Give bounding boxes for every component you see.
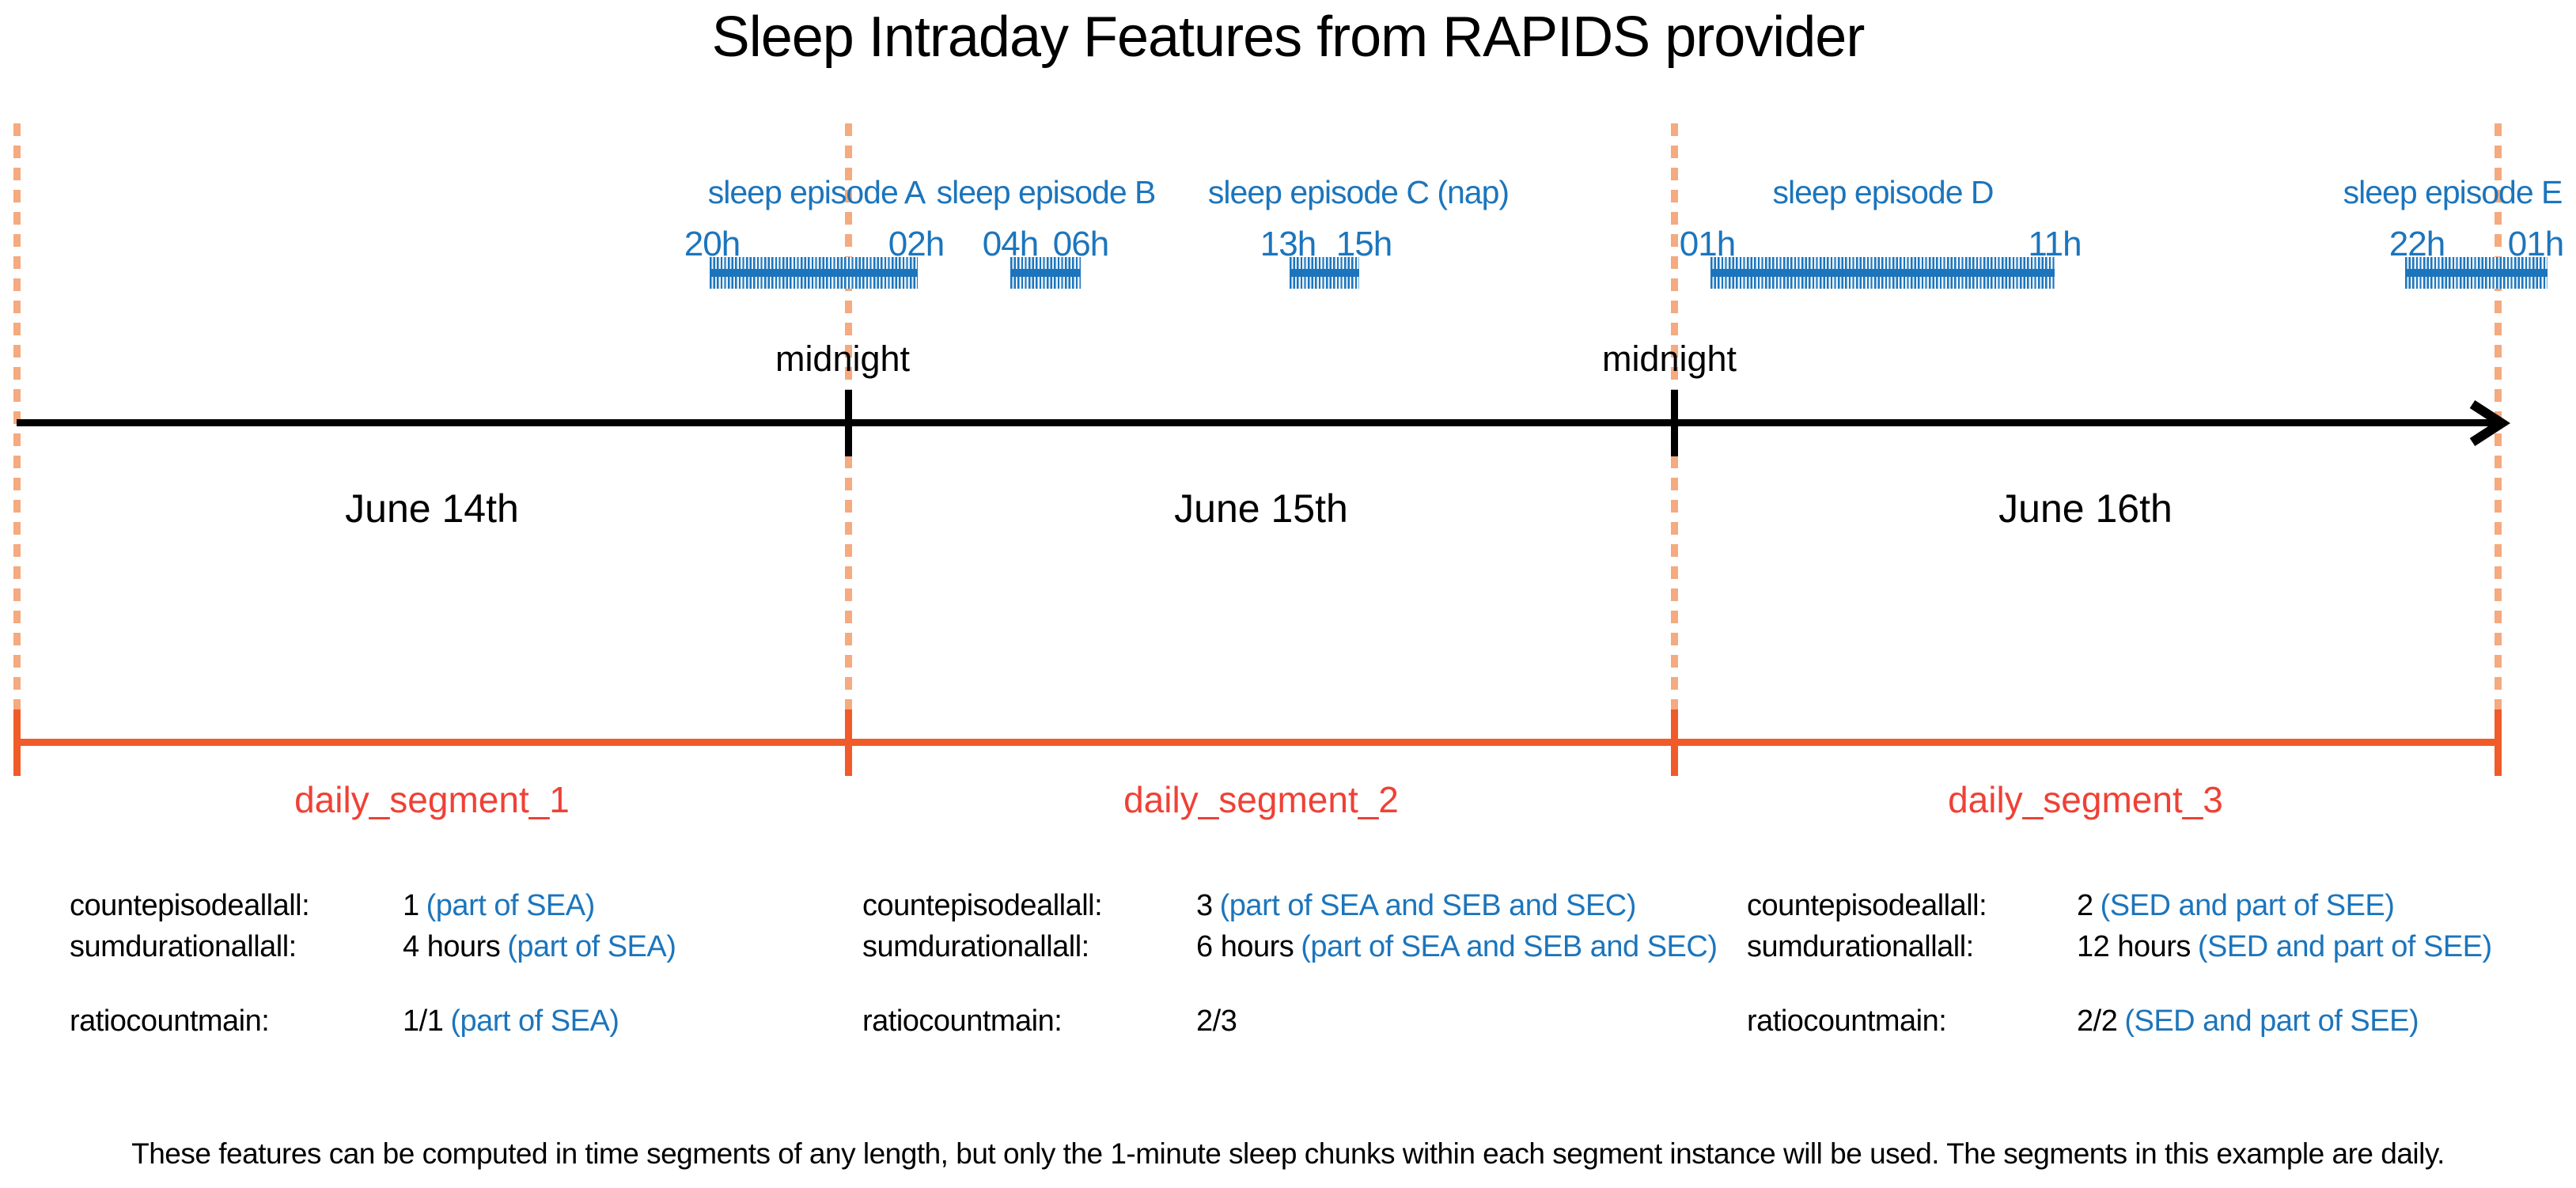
seg1-ratiocount-value: 1/1(part of SEA) [403, 1005, 619, 1039]
feature-value: 2/3 [1196, 1005, 1237, 1038]
seg2-sumduration-value: 6 hours(part of SEA and SEB and SEC) [1196, 930, 1718, 964]
episode-e-label: sleep episode E [2343, 174, 2563, 210]
feature-value: 1 [403, 889, 419, 922]
day-label-june-14: June 14th [345, 486, 519, 531]
seg2-countepisode-value: 3(part of SEA and SEB and SEC) [1196, 889, 1636, 923]
episode-e-start-hour: 22h [2388, 225, 2445, 263]
seg3-sumduration-label: sumdurationallall: [1747, 930, 1974, 963]
seg2-ratiocount-value: 2/3 [1196, 1005, 1244, 1039]
seg2-countepisode-label: countepisodeallall: [862, 889, 1103, 922]
feature-value: 4 hours [403, 930, 501, 963]
segment-bracket-tick-4 [2495, 709, 2502, 776]
episode-c-label: sleep episode C (nap) [1207, 174, 1510, 210]
midnight-label-2: midnight [1601, 339, 1737, 379]
seg2-sumduration-label: sumdurationallall: [862, 930, 1089, 963]
feature-note: (part of SEA and SEB and SEC) [1301, 930, 1718, 963]
segment-label-3: daily_segment_3 [1948, 779, 2223, 820]
timeline-tick-midnight-1 [845, 390, 852, 456]
seg1-countepisode-value: 1(part of SEA) [403, 889, 595, 923]
segment-label-2: daily_segment_2 [1123, 779, 1399, 820]
segment-label-1: daily_segment_1 [294, 779, 570, 820]
seg3-countepisode-label: countepisodeallall: [1747, 889, 1987, 922]
feature-note: (SED and part of SEE) [2100, 889, 2395, 922]
timeline-tick-midnight-2 [1671, 390, 1678, 456]
episode-b-label: sleep episode B [936, 174, 1157, 210]
episode-b-end-hour: 06h [1052, 225, 1109, 263]
feature-note: (part of SEA and SEB and SEC) [1219, 889, 1637, 922]
feature-note: (SED and part of SEE) [2124, 1005, 2419, 1038]
feature-value: 12 hours [2077, 930, 2191, 963]
timeline-arrowhead-icon [2469, 399, 2511, 447]
seg1-ratiocount-label: ratiocountmain: [70, 1005, 270, 1038]
episode-e-bar [2405, 257, 2548, 289]
feature-value: 3 [1196, 889, 1213, 922]
episode-a-bar [710, 257, 918, 289]
feature-note: (part of SEA) [450, 1005, 619, 1038]
episode-b-start-hour: 04h [982, 225, 1039, 263]
episode-d-start-hour: 01h [1679, 225, 1736, 263]
footnote-text: These features can be computed in time s… [131, 1137, 2445, 1170]
feature-note: (part of SEA) [507, 930, 676, 963]
seg3-sumduration-value: 12 hours(SED and part of SEE) [2077, 930, 2492, 964]
episode-a-end-hour: 02h [888, 225, 945, 263]
feature-value: 6 hours [1196, 930, 1294, 963]
feature-value: 1/1 [403, 1005, 444, 1038]
episode-a-start-hour: 20h [684, 225, 741, 263]
segment-bracket-tick-3 [1671, 709, 1678, 776]
episode-d-end-hour: 11h [2028, 225, 2082, 263]
seg3-ratiocount-label: ratiocountmain: [1747, 1005, 1947, 1038]
diagram-title: Sleep Intraday Features from RAPIDS prov… [711, 6, 1866, 69]
segment-bracket-line [13, 739, 2502, 746]
timeline-axis [17, 419, 2494, 426]
seg1-countepisode-label: countepisodeallall: [70, 889, 310, 922]
seg3-countepisode-value: 2(SED and part of SEE) [2077, 889, 2395, 923]
episode-d-bar [1710, 257, 2055, 289]
seg3-ratiocount-value: 2/2(SED and part of SEE) [2077, 1005, 2419, 1039]
day-boundary-line-start [13, 123, 21, 709]
seg1-sumduration-value: 4 hours(part of SEA) [403, 930, 676, 964]
feature-note: (part of SEA) [426, 889, 596, 922]
seg1-sumduration-label: sumdurationallall: [70, 930, 297, 963]
episode-b-bar [1010, 257, 1081, 289]
day-label-june-16: June 16th [1998, 486, 2173, 531]
episode-c-bar [1290, 257, 1359, 289]
midnight-label-1: midnight [775, 339, 911, 379]
episode-e-end-hour: 01h [2507, 225, 2564, 263]
feature-value: 2 [2077, 889, 2093, 922]
episode-d-label: sleep episode D [1772, 174, 1994, 210]
feature-note: (SED and part of SEE) [2197, 930, 2492, 963]
segment-bracket-tick-1 [13, 709, 21, 776]
day-label-june-15: June 15th [1174, 486, 1348, 531]
seg2-ratiocount-label: ratiocountmain: [862, 1005, 1063, 1038]
episode-c-end-hour: 15h [1335, 225, 1392, 263]
episode-c-start-hour: 13h [1260, 225, 1316, 263]
segment-bracket-tick-2 [845, 709, 852, 776]
feature-value: 2/2 [2077, 1005, 2118, 1038]
episode-a-label: sleep episode A [707, 174, 926, 210]
